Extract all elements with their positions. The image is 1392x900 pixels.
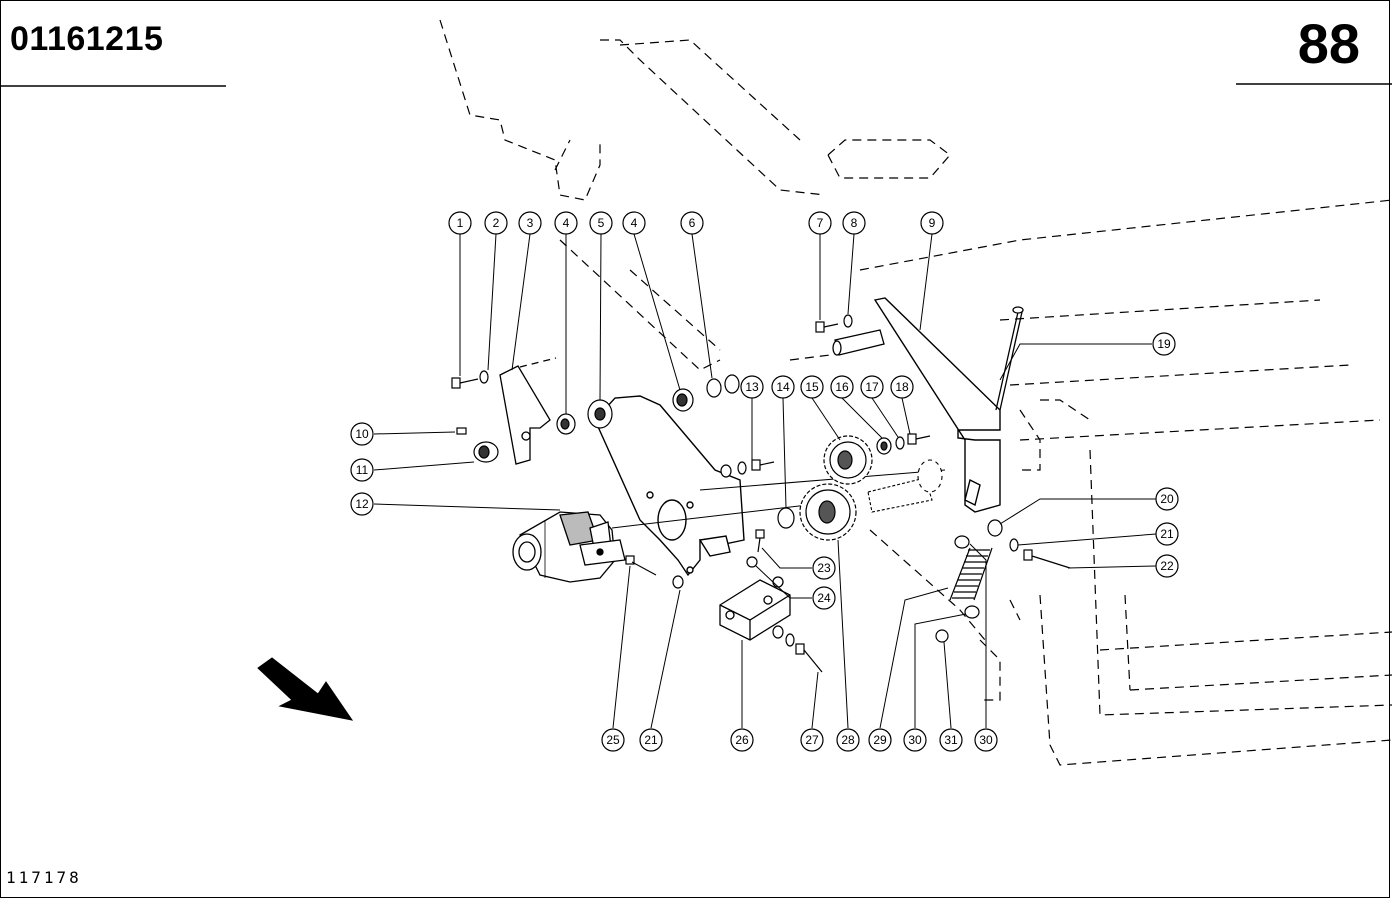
callout-label: 19 xyxy=(1157,337,1171,351)
valve-block xyxy=(719,576,791,641)
callout-label: 8 xyxy=(851,216,858,230)
callout-11: 11 xyxy=(350,458,374,482)
callout-label: 18 xyxy=(895,380,909,394)
callout-19: 19 xyxy=(1152,332,1176,356)
callout-12: 12 xyxy=(350,492,374,516)
direction-arrow xyxy=(257,657,354,721)
callout-label: 30 xyxy=(979,733,993,747)
callout-group: 1 2 3 4 5 4 6 7 8 9 19 13 14 15 16 17 18… xyxy=(350,211,1179,752)
page-number: 88 xyxy=(1297,12,1360,75)
callout-30b: 30 xyxy=(974,728,998,752)
callout-label: 26 xyxy=(735,733,749,747)
callout-label: 2 xyxy=(493,216,500,230)
callout-14: 14 xyxy=(771,375,795,399)
callout-29: 29 xyxy=(868,728,892,752)
callout-6: 6 xyxy=(680,211,704,235)
callout-22: 22 xyxy=(1155,554,1179,578)
callout-2: 2 xyxy=(484,211,508,235)
callout-label: 1 xyxy=(457,216,464,230)
callout-31: 31 xyxy=(939,728,963,752)
callout-label: 7 xyxy=(817,216,824,230)
callout-label: 6 xyxy=(689,216,696,230)
callout-4a: 4 xyxy=(554,211,578,235)
callout-3: 3 xyxy=(518,211,542,235)
callout-8: 8 xyxy=(842,211,866,235)
callout-label: 21 xyxy=(1160,527,1174,541)
callout-label: 4 xyxy=(563,216,570,230)
callout-23: 23 xyxy=(812,556,836,580)
header-rules xyxy=(0,83,1392,87)
spring xyxy=(949,547,993,601)
callout-26: 26 xyxy=(730,728,754,752)
callout-15: 15 xyxy=(800,375,824,399)
callout-4b: 4 xyxy=(622,211,646,235)
callout-13: 13 xyxy=(740,375,764,399)
callout-1: 1 xyxy=(448,211,472,235)
callout-label: 24 xyxy=(817,591,831,605)
callout-25: 25 xyxy=(601,728,625,752)
callout-16: 16 xyxy=(830,375,854,399)
mounting-bracket xyxy=(499,357,557,465)
callout-label: 4 xyxy=(631,216,638,230)
callout-label: 14 xyxy=(776,380,790,394)
callout-label: 12 xyxy=(355,497,369,511)
callout-label: 15 xyxy=(805,380,819,394)
callout-label: 31 xyxy=(944,733,958,747)
callout-label: 25 xyxy=(606,733,620,747)
callout-30a: 30 xyxy=(903,728,927,752)
small-sprocket xyxy=(823,435,873,485)
hydraulic-motor xyxy=(512,511,626,583)
callout-label: 3 xyxy=(527,216,534,230)
leader-lines xyxy=(373,233,1157,729)
callout-label: 29 xyxy=(873,733,887,747)
callout-label: 30 xyxy=(908,733,922,747)
side-plate xyxy=(873,297,1001,513)
callout-label: 28 xyxy=(841,733,855,747)
motor-plate xyxy=(594,395,745,577)
pivot-pin xyxy=(832,329,885,356)
callout-label: 23 xyxy=(817,561,831,575)
callout-10: 10 xyxy=(350,422,374,446)
callout-5: 5 xyxy=(589,211,613,235)
callout-label: 9 xyxy=(929,216,936,230)
callout-21b: 21 xyxy=(639,728,663,752)
callout-label: 11 xyxy=(356,463,369,477)
drawing-reference-number: 117178 xyxy=(6,868,82,887)
machine-outline-dashed xyxy=(439,19,1392,766)
callout-label: 10 xyxy=(355,427,369,441)
callout-label: 13 xyxy=(745,380,759,394)
callout-28: 28 xyxy=(836,728,860,752)
callout-label: 16 xyxy=(835,380,849,394)
callout-label: 17 xyxy=(865,380,879,394)
callout-9: 9 xyxy=(920,211,944,235)
callout-label: 21 xyxy=(644,733,658,747)
callout-27: 27 xyxy=(800,728,824,752)
callout-label: 20 xyxy=(1160,492,1174,506)
callout-24: 24 xyxy=(812,586,836,610)
callout-20: 20 xyxy=(1155,487,1179,511)
callout-label: 27 xyxy=(805,733,819,747)
hardware-parts xyxy=(451,314,1071,673)
callout-18: 18 xyxy=(890,375,914,399)
callout-7: 7 xyxy=(808,211,832,235)
large-sprocket xyxy=(799,483,857,541)
drive-chain xyxy=(867,459,943,513)
callout-17: 17 xyxy=(860,375,884,399)
document-number: 01161215 xyxy=(10,20,164,58)
callout-label: 5 xyxy=(598,216,605,230)
callout-label: 22 xyxy=(1160,559,1174,573)
callout-21a: 21 xyxy=(1155,522,1179,546)
tension-rod xyxy=(995,306,1024,411)
